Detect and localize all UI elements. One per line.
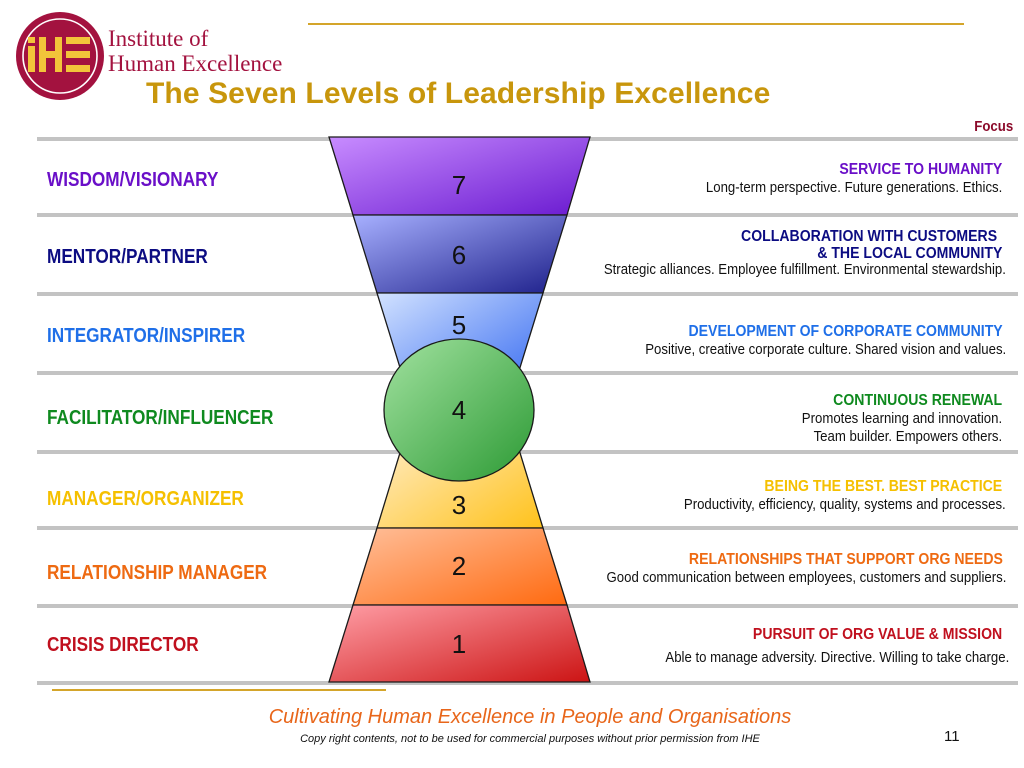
role-level-1: CRISIS DIRECTOR [47,634,199,656]
focus-level-2: RELATIONSHIPS THAT SUPPORT ORG NEEDS Goo… [606,550,1006,587]
level-2-number: 2 [451,551,467,581]
page-title: The Seven Levels of Leadership Excellenc… [146,77,771,110]
level-4-number: 4 [451,395,467,425]
divider-line [37,371,1018,375]
focus-level-6: COLLABORATION WITH CUSTOMERS & THE LOCAL… [604,227,1006,279]
org-name-line2: Human Excellence [108,51,283,76]
level-5-number: 5 [451,310,467,340]
focus-title: PURSUIT OF ORG VALUE & MISSION [753,626,1003,643]
level-3-number: 3 [451,490,467,520]
org-name: Institute of Human Excellence [108,26,282,76]
ihe-logo [16,12,104,100]
top-gold-rule [308,23,964,25]
focus-title-line2: & THE LOCAL COMMUNITY [817,245,1003,262]
focus-title: DEVELOPMENT OF CORPORATE COMMUNITY [688,323,1003,340]
divider-line [37,681,1018,685]
role-level-6: MENTOR/PARTNER [47,246,208,268]
page-number: 11 [944,728,960,745]
level-6-number: 6 [451,240,467,270]
focus-description: Positive, creative corporate culture. Sh… [645,341,1006,358]
divider-line [37,450,1018,454]
focus-level-1: PURSUIT OF ORG VALUE & MISSION Able to m… [666,625,1010,667]
focus-description: Promotes learning and innovation. [802,410,1003,427]
focus-level-4: CONTINUOUS RENEWAL Promotes learning and… [802,391,1006,446]
role-level-7: WISDOM/VISIONARY [47,169,219,191]
role-level-3: MANAGER/ORGANIZER [47,488,244,510]
focus-title: CONTINUOUS RENEWAL [833,392,1003,409]
focus-level-3: BEING THE BEST. BEST PRACTICE Productivi… [684,477,1006,514]
focus-level-5: DEVELOPMENT OF CORPORATE COMMUNITY Posit… [645,322,1006,359]
role-level-4: FACILITATOR/INFLUENCER [47,407,274,429]
level-1-segment [328,604,591,683]
focus-description: Good communication between employees, cu… [606,569,1006,586]
focus-title: COLLABORATION WITH CUSTOMERS [741,228,998,245]
footer-copyright: Copy right contents, not to be used for … [300,733,760,745]
focus-column-label: Focus [974,118,1013,135]
level-4-circle [383,338,535,482]
focus-title: BEING THE BEST. BEST PRACTICE [764,478,1003,495]
focus-title: SERVICE TO HUMANITY [839,161,1003,178]
focus-description: Able to manage adversity. Directive. Wil… [665,649,1010,666]
focus-description: Productivity, efficiency, quality, syste… [684,496,1006,513]
footer-tagline: Cultivating Human Excellence in People a… [268,706,792,728]
org-name-line1: Institute of [108,26,209,51]
focus-description: Strategic alliances. Employee fulfillmen… [603,261,1006,278]
role-level-2: RELATIONSHIP MANAGER [47,562,268,584]
level-1-number: 1 [451,629,467,659]
focus-description-line2: Team builder. Empowers others. [813,428,1003,445]
focus-description: Long-term perspective. Future generation… [706,179,1003,196]
level-7-number: 7 [451,170,467,200]
role-level-5: INTEGRATOR/INSPIRER [47,325,246,347]
focus-title: RELATIONSHIPS THAT SUPPORT ORG NEEDS [688,551,1003,568]
bottom-gold-rule [52,689,386,691]
focus-level-7: SERVICE TO HUMANITY Long-term perspectiv… [706,160,1006,197]
